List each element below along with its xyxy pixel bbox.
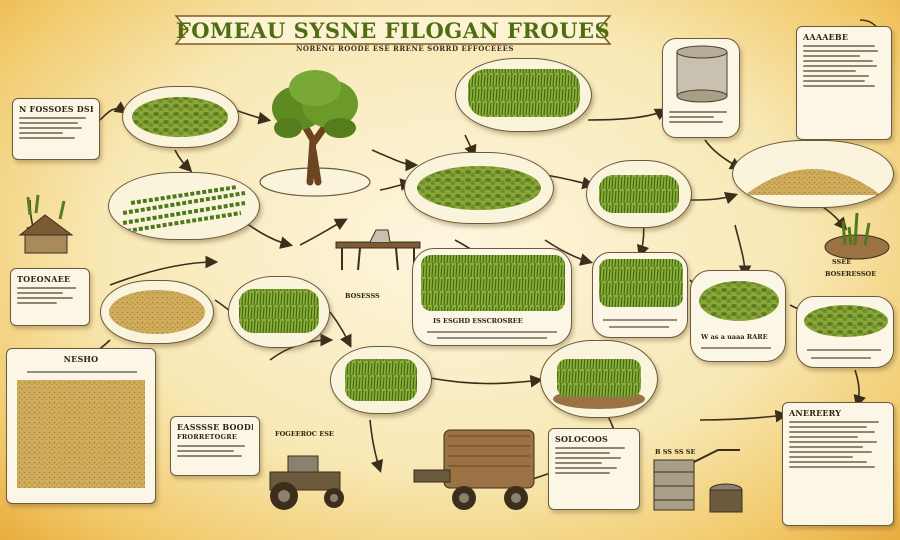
label-dryer-tag: B SS SS SE — [655, 448, 696, 456]
node-grass-right — [592, 252, 688, 338]
bench-icon — [335, 229, 421, 271]
node-leafy-center — [404, 152, 554, 224]
grain-pile-icon — [109, 290, 205, 334]
node-harvester — [408, 420, 548, 520]
card-silo — [662, 38, 740, 138]
leafy-crop-icon — [132, 97, 228, 137]
node-grass-top — [455, 58, 592, 132]
card-title: TOEONAEE — [17, 274, 71, 284]
card-title: ANEREERY — [789, 408, 842, 418]
node-seedlings — [586, 160, 692, 228]
grass-icon — [345, 359, 417, 401]
node-tractor — [258, 436, 358, 516]
node-crop-rows — [108, 172, 260, 240]
node-leafy-far-right — [796, 296, 894, 368]
sprout-icon — [553, 359, 645, 409]
card-title: N FOSSOES DSEEERE — [19, 104, 93, 114]
ribbon-shape — [174, 15, 612, 45]
card-bottom-mid-left: EASSSSE BOODDRA FRORRETOGRE — [170, 416, 260, 476]
leafy-crop-icon — [417, 166, 541, 210]
card-top-left: N FOSSOES DSEEERE — [12, 98, 100, 160]
leafy-crop-icon — [699, 281, 779, 321]
grass-icon — [239, 289, 319, 333]
node-tree — [258, 70, 373, 200]
node-bench — [330, 220, 425, 276]
label-right-mid: W as a uaaa RARE — [701, 333, 768, 341]
card-title: AAAAEBE — [803, 32, 849, 42]
grain-pile-icon — [745, 169, 881, 195]
node-sprout — [815, 205, 895, 265]
card-subtitle: FRORRETOGRE — [177, 433, 238, 441]
card-top-right: AAAAEBE — [796, 26, 892, 140]
node-sprout-mound — [540, 340, 658, 418]
grass-icon — [599, 259, 683, 307]
node-hut — [10, 185, 80, 265]
label-below-tractor: FOGEEROC ESE — [275, 430, 334, 438]
crop-rows-icon — [122, 185, 246, 233]
node-dryer — [648, 440, 748, 520]
grass-icon — [421, 255, 565, 311]
harvester-icon — [413, 429, 535, 510]
node-leafy-crop — [122, 86, 239, 148]
grain-field-icon — [17, 380, 145, 488]
tractor-icon — [269, 455, 344, 510]
card-left-mid: TOEONAEE — [10, 268, 90, 326]
barrel-icon — [653, 449, 743, 513]
node-grain-pile — [732, 140, 894, 208]
card-center-bottom: SOLOCOOS — [548, 428, 640, 510]
grass-icon — [468, 69, 580, 117]
node-leafy-right: W as a uaaa RARE — [690, 270, 786, 362]
node-wheat-field: IS ESGHD ESSCROSREE — [412, 248, 572, 346]
sprout-icon — [824, 212, 890, 260]
page-subtitle: NORENG ROODE ESE RRENE SORRD EFFOCEEES — [296, 44, 514, 53]
card-title: EASSSSE BOODDRA — [177, 422, 253, 432]
title-banner: FOMEAU SYSNE FILOGAN FROUES — [168, 12, 618, 48]
label-sprout: SSEE — [832, 258, 852, 266]
label-right-soil: BOSERESSOE — [825, 270, 877, 278]
label-middle-small: BOSESSS — [345, 292, 380, 300]
leafy-crop-icon — [804, 305, 888, 337]
silo-drum-icon — [676, 45, 728, 103]
node-grass-mid — [228, 276, 330, 348]
card-title: NESHO — [63, 354, 99, 364]
hut-icon — [18, 194, 74, 254]
card-title: SOLOCOOS — [555, 434, 609, 444]
node-grain-bowl — [100, 280, 214, 344]
label-center: IS ESGHD ESSCROSREE — [433, 317, 523, 325]
node-grass-bottom — [330, 346, 432, 414]
tree-icon — [259, 70, 371, 197]
card-right-bottom: ANEREERY — [782, 402, 894, 526]
grass-icon — [599, 175, 679, 213]
card-bottom-left: NESHO — [6, 348, 156, 504]
page-title: FOMEAU SYSNE FILOGAN FROUES — [175, 18, 611, 43]
